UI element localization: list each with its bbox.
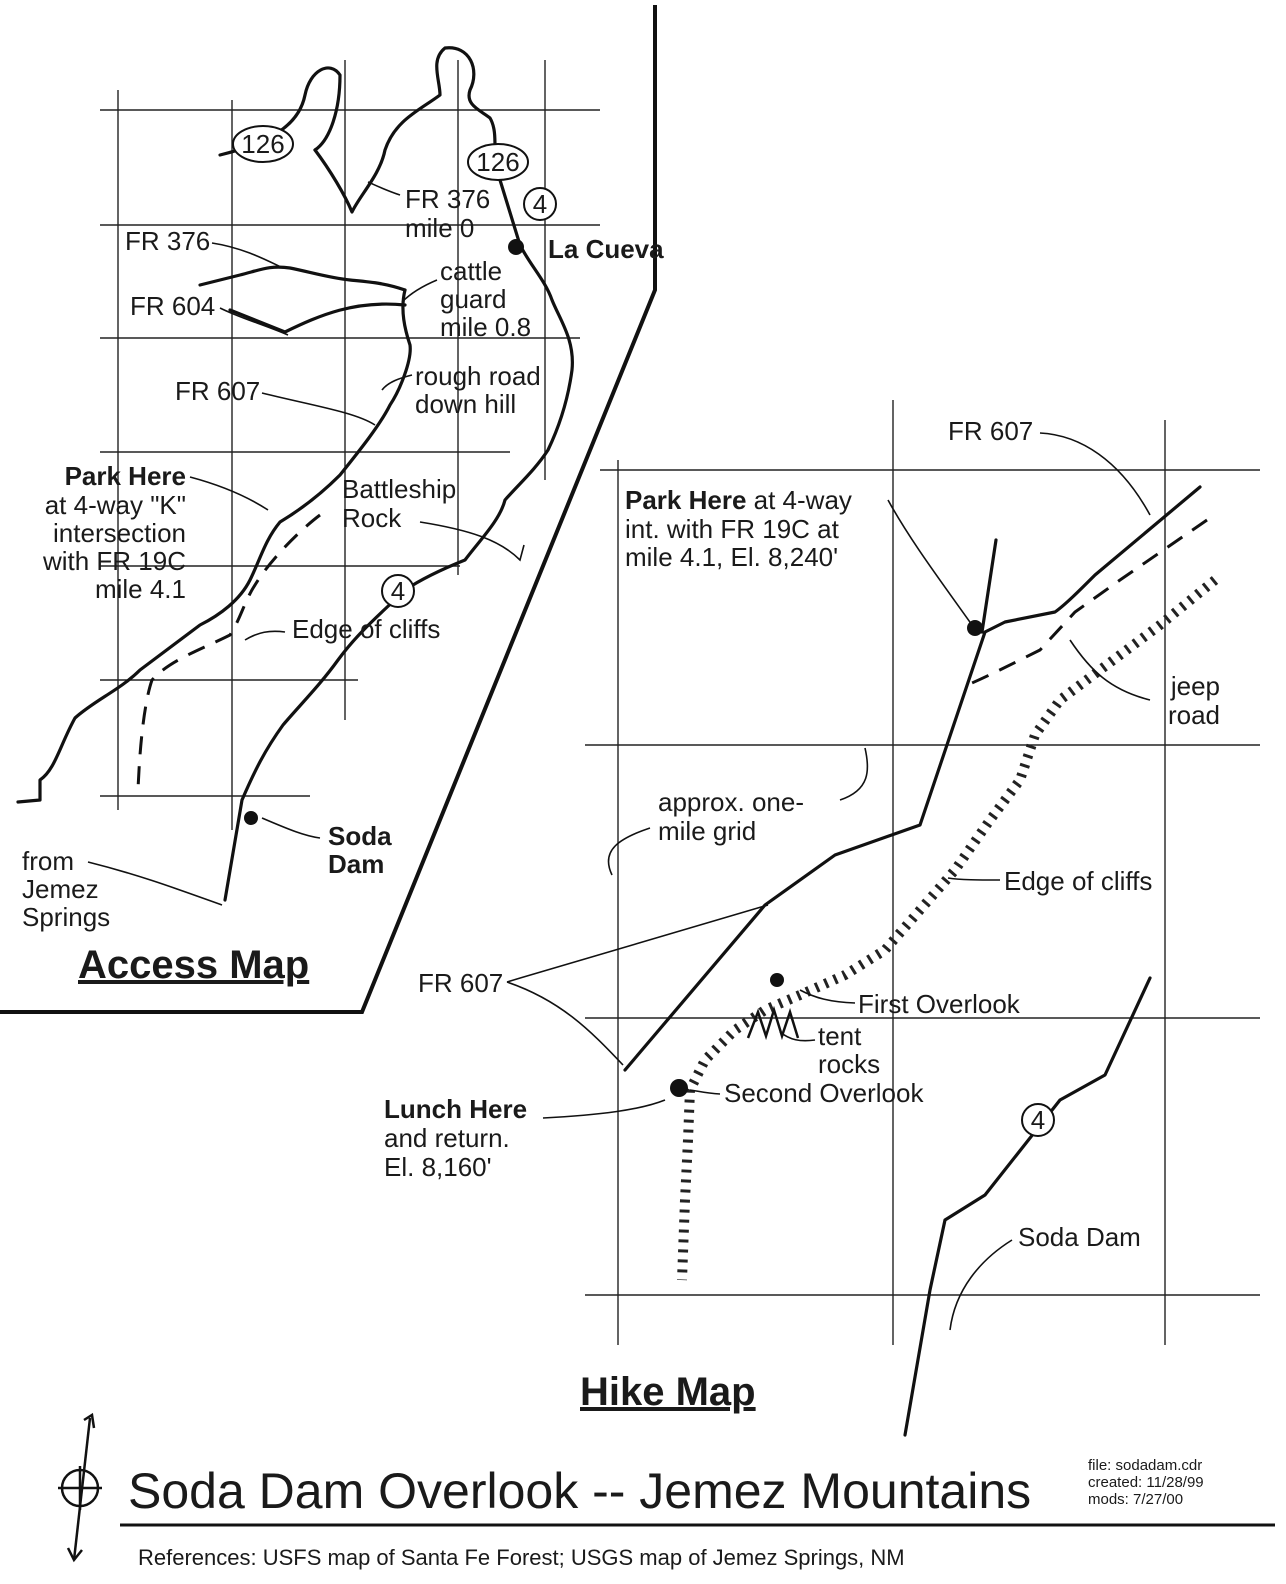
from-jemez-label-2: Jemez: [22, 874, 99, 904]
cattle-guard-label-1: cattle: [440, 256, 502, 286]
access-edge-of-cliffs-label: Edge of cliffs: [292, 614, 440, 644]
first-overlook-label: First Overlook: [858, 989, 1021, 1019]
access-map: 126 126 4 4 FR 376 mile 0 FR 376 La Cuev…: [0, 5, 664, 1014]
hike-fr607: [623, 485, 1202, 1072]
road-fr376-west: [198, 265, 407, 292]
hike-park-here-sub-2: mile 4.1, El. 8,240': [625, 542, 838, 572]
route-126-shield-west: 126: [232, 125, 294, 163]
hike-fr607-top-label: FR 607: [948, 416, 1033, 446]
second-overlook-label: Second Overlook: [724, 1078, 924, 1108]
access-map-frame: [0, 5, 657, 1014]
from-jemez-label-1: from: [22, 846, 74, 876]
svg-text:126: 126: [476, 147, 519, 177]
la-cueva-point: [508, 239, 524, 255]
map-title: Soda Dam Overlook -- Jemez Mountains: [128, 1463, 1031, 1519]
lunch-here-sub-1: and return.: [384, 1123, 510, 1153]
hike-edge-of-cliffs-label: Edge of cliffs: [1004, 866, 1152, 896]
lunch-here-label: Lunch Here: [384, 1094, 527, 1124]
hike-map-heading: Hike Map: [580, 1370, 756, 1414]
access-map-grid: [100, 60, 600, 830]
hike-route-4: [903, 976, 1152, 1437]
hike-fr607-bottom-label: FR 607: [418, 968, 503, 998]
access-edge-of-cliffs: [136, 513, 321, 791]
cattle-guard-label-2: guard: [440, 284, 507, 314]
north-arrow-compass-icon: [58, 1412, 102, 1563]
hike-map: 4 FR 607 Park Here at 4-way int. with FR…: [384, 400, 1260, 1437]
hike-edge-of-cliffs: [677, 576, 1219, 1281]
fr607-label: FR 607: [175, 376, 260, 406]
second-overlook-point: [670, 1079, 688, 1097]
hike-arrows: [506, 432, 1151, 1331]
lunch-here-sub-2: El. 8,160': [384, 1152, 492, 1182]
battleship-rock-label-1: Battleship: [342, 474, 456, 504]
svg-text:4: 4: [1031, 1105, 1045, 1135]
rough-road-label-2: down hill: [415, 389, 516, 419]
tent-rocks-label-1: tent: [818, 1021, 862, 1051]
park-here-sub-4: mile 4.1: [95, 574, 186, 604]
hike-park-here-label: Park Here at 4-way: [625, 485, 852, 515]
soda-dam-point: [244, 811, 258, 825]
park-here-sub-2: intersection: [53, 518, 186, 548]
tent-rocks-label-2: rocks: [818, 1049, 880, 1079]
grid-note-label-2: mile grid: [658, 816, 756, 846]
hike-fr19c: [980, 538, 998, 634]
hike-park-here-sub-1: int. with FR 19C at: [625, 514, 840, 544]
modified-date: mods: 7/27/00: [1088, 1491, 1183, 1508]
fr376-mile0-label: FR 376: [405, 184, 490, 214]
park-here-sub-3: with FR 19C: [42, 546, 186, 576]
created-date: created: 11/28/99: [1088, 1474, 1204, 1491]
jeep-road-label-2: road: [1168, 700, 1220, 730]
access-arrows: [87, 181, 525, 906]
road-fr604: [228, 302, 407, 334]
references-text: References: USFS map of Santa Fe Forest;…: [138, 1545, 905, 1570]
jeep-road-label-1: jeep: [1170, 671, 1220, 701]
hike-map-grid: [585, 400, 1260, 1345]
hike-jeep-road: [971, 518, 1208, 685]
cattle-guard-label-3: mile 0.8: [440, 312, 531, 342]
access-map-heading: Access Map: [78, 943, 309, 987]
first-overlook-point: [770, 973, 784, 987]
park-here-label: Park Here: [65, 461, 186, 491]
rough-road-label-1: rough road: [415, 361, 541, 391]
route-4-shield-south: 4: [381, 574, 415, 608]
footer: Soda Dam Overlook -- Jemez Mountains fil…: [58, 1412, 1275, 1570]
hike-route-4-shield: 4: [1021, 1103, 1055, 1137]
hike-map-roads: [623, 485, 1202, 1437]
grid-note-label-1: approx. one-: [658, 787, 804, 817]
fr376-mile0-sub: mile 0: [405, 213, 474, 243]
tent-rocks-symbol: [746, 1005, 800, 1041]
hike-soda-dam-label: Soda Dam: [1018, 1222, 1141, 1252]
svg-text:4: 4: [391, 576, 405, 606]
la-cueva-label: La Cueva: [548, 234, 664, 264]
fr604-label: FR 604: [130, 291, 215, 321]
hike-park-point: [967, 620, 983, 636]
from-jemez-label-3: Springs: [22, 902, 110, 932]
battleship-rock-label-2: Rock: [342, 503, 402, 533]
road-fr376-loop: [313, 46, 502, 214]
soda-dam-label-1: Soda: [328, 821, 392, 851]
svg-text:126: 126: [241, 129, 284, 159]
file-name: file: sodadam.cdr: [1088, 1457, 1202, 1474]
svg-text:4: 4: [533, 189, 547, 219]
road-fr607: [16, 288, 412, 804]
soda-dam-label-2: Dam: [328, 849, 384, 879]
fr376-label: FR 376: [125, 226, 210, 256]
route-126-shield-east: 126: [467, 143, 529, 181]
route-4-shield-north: 4: [523, 187, 557, 221]
park-here-sub-1: at 4-way "K": [45, 490, 186, 520]
